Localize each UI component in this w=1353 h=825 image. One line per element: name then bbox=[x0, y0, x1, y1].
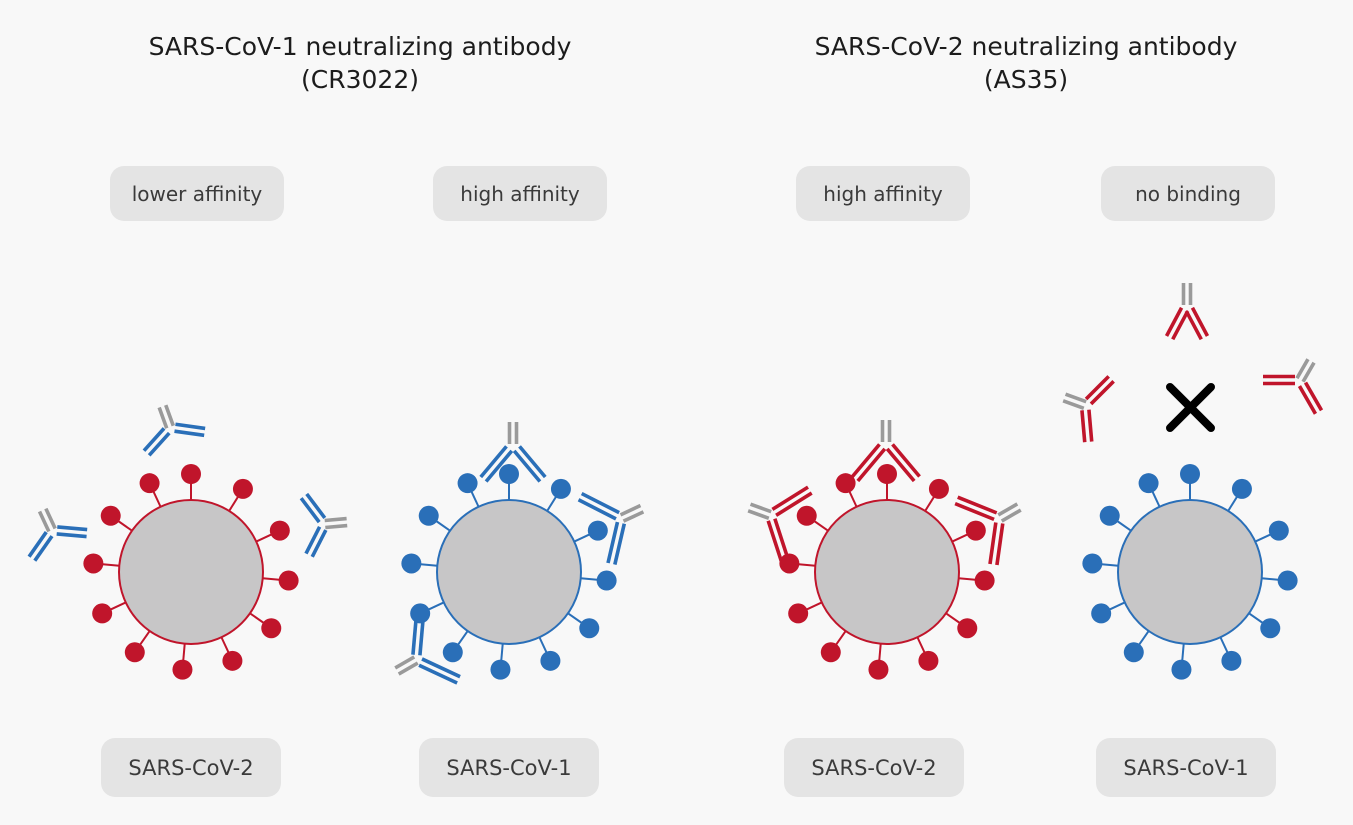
antibody-icon bbox=[27, 507, 88, 562]
spike-protein-icon bbox=[401, 553, 438, 574]
spike-protein-icon bbox=[538, 636, 561, 671]
spike-protein-icon bbox=[1227, 478, 1252, 512]
spike-protein-icon bbox=[418, 505, 451, 532]
virion-icon bbox=[779, 464, 995, 680]
antibody-icon bbox=[394, 612, 461, 685]
spike-protein-icon bbox=[877, 464, 897, 500]
antibody-icon bbox=[299, 492, 348, 558]
virion-icon bbox=[401, 464, 617, 680]
spike-protein-icon bbox=[951, 520, 986, 543]
spike-protein-icon bbox=[442, 630, 469, 663]
spike-protein-icon bbox=[172, 643, 193, 680]
antibody-icon bbox=[954, 495, 1022, 566]
spike-protein-icon bbox=[499, 464, 519, 500]
group-title-as35: SARS-CoV-2 neutralizing antibody (AS35) bbox=[746, 30, 1306, 96]
spike-protein-icon bbox=[83, 553, 120, 574]
group-title-line1: SARS-CoV-2 neutralizing antibody bbox=[814, 32, 1238, 61]
group-title-line2: (CR3022) bbox=[301, 65, 419, 94]
spike-protein-icon bbox=[916, 636, 939, 671]
spike-protein-icon bbox=[835, 473, 858, 508]
virion-icon bbox=[1082, 464, 1298, 680]
spike-protein-icon bbox=[1082, 553, 1119, 574]
spike-protein-icon bbox=[124, 630, 151, 663]
spike-protein-icon bbox=[1171, 643, 1192, 680]
virus-label-sars-cov-1: SARS-CoV-1 bbox=[1096, 738, 1276, 797]
group-title-line1: SARS-CoV-1 neutralizing antibody bbox=[148, 32, 572, 61]
spike-protein-icon bbox=[220, 636, 243, 671]
antibody-icon bbox=[1263, 358, 1324, 415]
spike-protein-icon bbox=[1261, 570, 1298, 591]
spike-protein-icon bbox=[1123, 630, 1150, 663]
spike-protein-icon bbox=[490, 643, 511, 680]
antibody-icon bbox=[1164, 283, 1210, 341]
spike-protein-icon bbox=[580, 570, 617, 591]
spike-protein-icon bbox=[228, 478, 253, 512]
spike-protein-icon bbox=[1248, 612, 1281, 639]
affinity-label-high: high affinity bbox=[796, 166, 970, 221]
antibody-icon bbox=[851, 420, 921, 483]
spike-protein-icon bbox=[868, 643, 889, 680]
spike-protein-icon bbox=[100, 505, 133, 532]
virion-core bbox=[118, 499, 264, 645]
group-title-cr3022: SARS-CoV-1 neutralizing antibody (CR3022… bbox=[80, 30, 640, 96]
spike-protein-icon bbox=[92, 601, 127, 624]
virus-label-sars-cov-1: SARS-CoV-1 bbox=[419, 738, 599, 797]
spike-protein-icon bbox=[567, 612, 600, 639]
affinity-label-high: high affinity bbox=[433, 166, 607, 221]
virus-label-sars-cov-2: SARS-CoV-2 bbox=[784, 738, 964, 797]
spike-protein-icon bbox=[139, 473, 162, 508]
spike-protein-icon bbox=[249, 612, 282, 639]
spike-protein-icon bbox=[945, 612, 978, 639]
virus-label-sars-cov-2: SARS-CoV-2 bbox=[101, 738, 281, 797]
virion-icon bbox=[83, 464, 299, 680]
group-title-line2: (AS35) bbox=[983, 65, 1069, 94]
antibody-icon bbox=[142, 404, 206, 457]
spike-protein-icon bbox=[1180, 464, 1200, 500]
spike-protein-icon bbox=[255, 520, 290, 543]
antibody-icon bbox=[577, 491, 645, 565]
spike-protein-icon bbox=[796, 505, 829, 532]
spike-protein-icon bbox=[1254, 520, 1289, 543]
cross-icon bbox=[1166, 383, 1215, 432]
antibody-icon bbox=[1062, 375, 1115, 443]
spike-protein-icon bbox=[457, 473, 480, 508]
virion-core bbox=[1117, 499, 1263, 645]
spike-protein-icon bbox=[1091, 601, 1126, 624]
spike-protein-icon bbox=[1138, 473, 1161, 508]
affinity-label-none: no binding bbox=[1101, 166, 1275, 221]
spike-protein-icon bbox=[924, 478, 949, 512]
spike-protein-icon bbox=[779, 553, 816, 574]
antibody-icon bbox=[747, 485, 813, 562]
spike-protein-icon bbox=[1219, 636, 1242, 671]
spike-protein-icon bbox=[820, 630, 847, 663]
spike-protein-icon bbox=[262, 570, 299, 591]
virion-core bbox=[436, 499, 582, 645]
virion-core bbox=[814, 499, 960, 645]
spike-protein-icon bbox=[1099, 505, 1132, 532]
spike-protein-icon bbox=[546, 478, 571, 512]
spike-protein-icon bbox=[958, 570, 995, 591]
spike-protein-icon bbox=[181, 464, 201, 500]
antibody-icon bbox=[479, 422, 547, 483]
spike-protein-icon bbox=[788, 601, 823, 624]
affinity-label-lower: lower affinity bbox=[110, 166, 284, 221]
spike-protein-icon bbox=[573, 520, 608, 543]
